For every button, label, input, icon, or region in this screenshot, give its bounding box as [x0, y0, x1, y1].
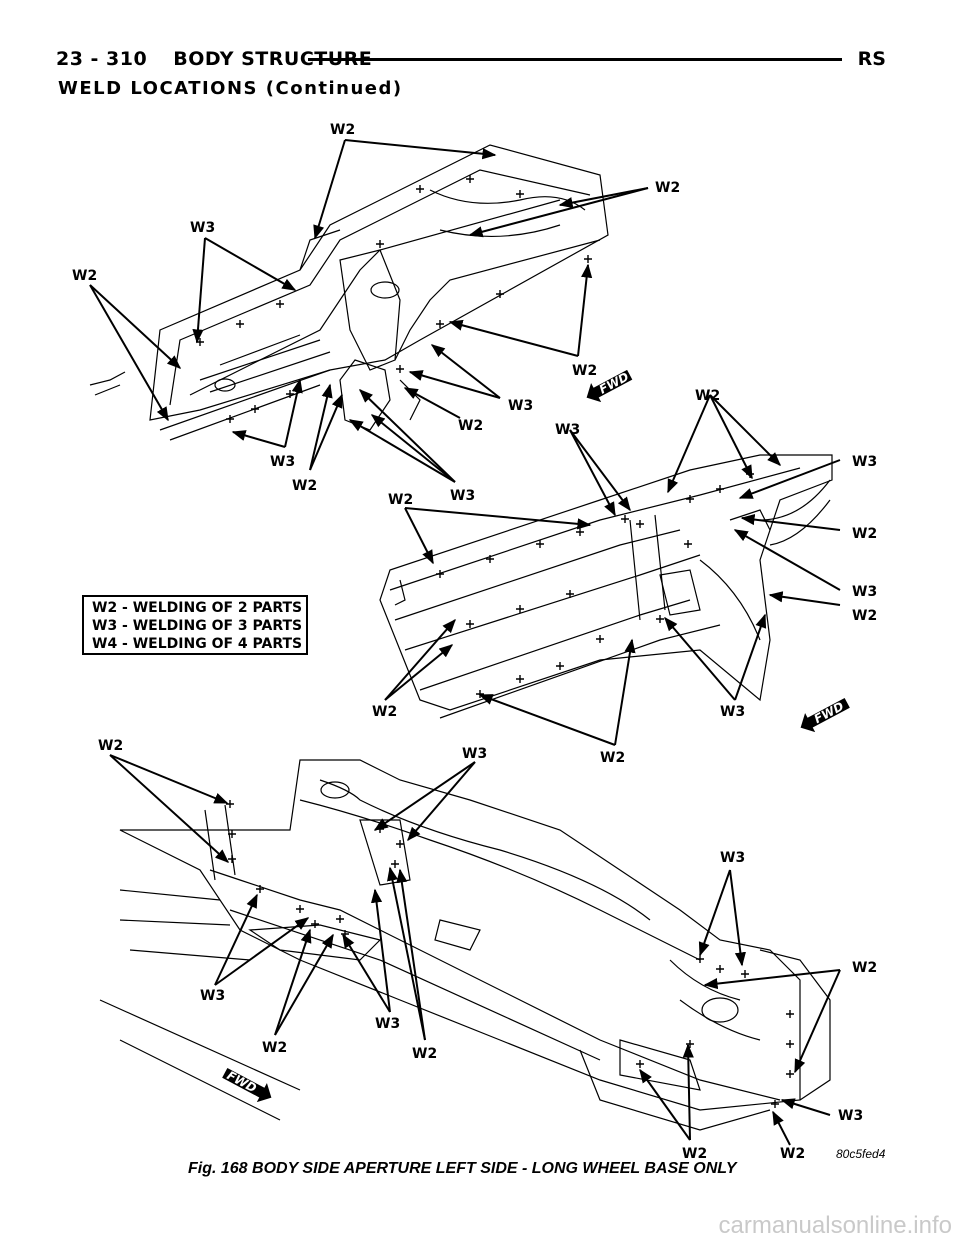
label-w3: W3: [462, 746, 487, 762]
label-w3: W3: [190, 220, 215, 236]
label-w2: W2: [330, 122, 355, 138]
header-rule: [308, 58, 842, 61]
header-left: 23 - 310 BODY STRUCTURE: [56, 48, 372, 70]
label-w3: W3: [450, 488, 475, 504]
page-header: 23 - 310 BODY STRUCTURE RS: [56, 48, 886, 72]
label-w3: W3: [838, 1108, 863, 1124]
view-2-callout-arrows: [384, 394, 841, 746]
model-code: RS: [857, 48, 886, 70]
label-w2: W2: [372, 704, 397, 720]
label-w3: W3: [720, 704, 745, 720]
fwd-label: FWD: [597, 370, 631, 397]
figure-id: 80c5fed4: [836, 1147, 886, 1161]
label-w3: W3: [508, 398, 533, 414]
legend-item-w4: W4 - WELDING OF 4 PARTS: [92, 636, 303, 652]
view-3-callout-arrows: [109, 754, 841, 1146]
section-title: BODY STRUCTURE: [173, 48, 373, 70]
view-2-sill-panel: [379, 454, 833, 719]
label-w2: W2: [682, 1146, 707, 1162]
weld-legend: W2 - WELDING OF 2 PARTS W3 - WELDING OF …: [82, 595, 308, 655]
label-w2: W2: [852, 526, 877, 542]
page-number: 23 - 310: [56, 48, 148, 70]
label-w2: W2: [412, 1046, 437, 1062]
label-w2: W2: [98, 738, 123, 754]
callout-labels: W2 W2 W3 W2 W2 W3 W2 W3 W2 W3 W2 W3 W3 W…: [72, 122, 877, 1162]
label-w2: W2: [695, 388, 720, 404]
figure-caption: Fig. 168 BODY SIDE APERTURE LEFT SIDE - …: [188, 1160, 737, 1177]
label-w2: W2: [655, 180, 680, 196]
fwd-label: FWD: [225, 1068, 259, 1095]
view-1-callout-arrows: [89, 139, 649, 483]
label-w3: W3: [375, 1016, 400, 1032]
view-1-rear-quarter-panel: [89, 144, 609, 441]
label-w2: W2: [458, 418, 483, 434]
label-w3: W3: [852, 454, 877, 470]
label-w2: W2: [262, 1040, 287, 1056]
section-subheading: WELD LOCATIONS (Continued): [58, 78, 403, 99]
label-w2: W2: [292, 478, 317, 494]
label-w3: W3: [270, 454, 295, 470]
label-w3: W3: [555, 422, 580, 438]
label-w2: W2: [852, 960, 877, 976]
label-w3: W3: [200, 988, 225, 1004]
label-w2: W2: [572, 363, 597, 379]
view-3-rocker-and-pillar: [99, 759, 831, 1131]
label-w2: W2: [852, 608, 877, 624]
label-w2: W2: [600, 750, 625, 766]
view-2-weld-marks: [436, 470, 754, 698]
fwd-arrow-icon: FWD: [799, 696, 852, 734]
label-w3: W3: [720, 850, 745, 866]
view-1-weld-marks: [196, 175, 592, 423]
label-w2: W2: [388, 492, 413, 508]
legend-item-w2: W2 - WELDING OF 2 PARTS: [92, 600, 303, 616]
fwd-label: FWD: [812, 699, 846, 726]
label-w2: W2: [72, 268, 97, 284]
watermark: carmanualsonline.info: [718, 1212, 952, 1239]
label-w3: W3: [852, 584, 877, 600]
label-w2: W2: [780, 1146, 805, 1162]
legend-item-w3: W3 - WELDING OF 3 PARTS: [92, 618, 303, 634]
fwd-arrow-icon: FWD: [220, 1066, 273, 1104]
